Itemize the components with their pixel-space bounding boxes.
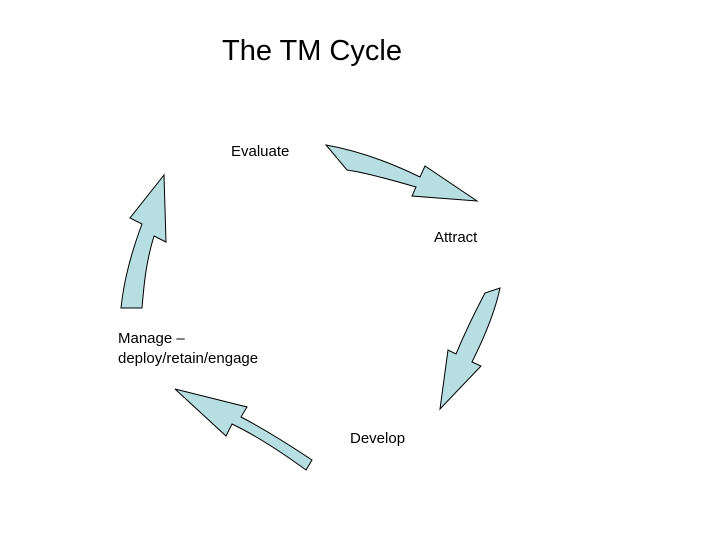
arrow-attract-to-develop — [439, 287, 501, 411]
node-label-develop: Develop — [350, 430, 406, 447]
node-label-attract: Attract — [434, 229, 478, 246]
arrow-manage-to-evaluate — [120, 173, 167, 309]
node-label-manage: Manage – deploy/retain/engage — [118, 329, 258, 369]
node-label-manage-line1: Manage – — [118, 330, 185, 347]
arrow-evaluate-to-attract — [324, 144, 479, 202]
diagram-title: The TM Cycle — [222, 35, 402, 67]
node-label-manage-line2: deploy/retain/engage — [118, 350, 259, 367]
node-label-evaluate: Evaluate — [231, 143, 290, 160]
arrow-develop-to-manage — [174, 388, 313, 471]
